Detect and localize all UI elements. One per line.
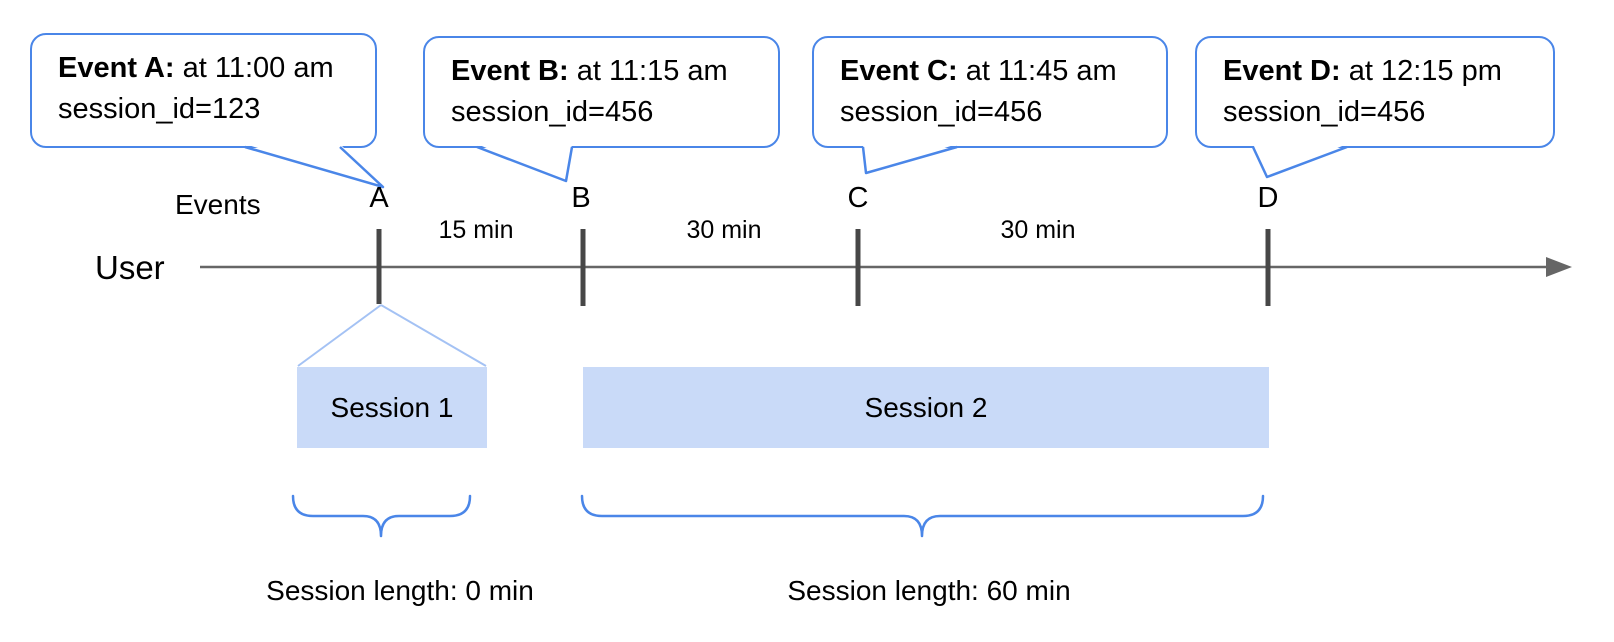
event-b-session-id: session_id=456 <box>451 96 654 128</box>
session1-funnel-lines <box>297 304 487 367</box>
event-marker-a: A <box>369 182 389 214</box>
event-c-session-id: session_id=456 <box>840 96 1043 128</box>
event-b-time: at 11:15 am <box>568 55 728 87</box>
callout-event-c-line1: Event C: at 11:45 am <box>840 51 1148 92</box>
event-c-title: Event C: <box>840 55 958 87</box>
event-d-title: Event D: <box>1223 55 1341 87</box>
callout-event-a-line1: Event A: at 11:00 am <box>58 48 357 89</box>
session2-bar: Session 2 <box>583 367 1269 448</box>
event-c-time: at 11:45 am <box>957 55 1117 87</box>
session2-length-brace <box>580 494 1265 538</box>
interval-label-c-d: 30 min <box>1000 216 1076 244</box>
callout-event-c: Event C: at 11:45 am session_id=456 <box>812 36 1168 148</box>
session1-bar-label: Session 1 <box>330 391 454 423</box>
callout-tail-b <box>476 144 574 183</box>
callout-event-b: Event B: at 11:15 am session_id=456 <box>423 36 780 148</box>
event-marker-c: C <box>847 182 869 214</box>
event-d-session-id: session_id=456 <box>1223 96 1426 128</box>
callout-event-b-line1: Event B: at 11:15 am <box>451 51 760 92</box>
event-marker-d: D <box>1257 182 1279 214</box>
interval-label-a-b: 15 min <box>438 216 514 244</box>
event-marker-b: B <box>571 182 591 214</box>
user-timeline-axis <box>200 257 1572 277</box>
callout-event-d-line1: Event D: at 12:15 pm <box>1223 51 1535 92</box>
timeline-arrowhead-icon <box>1546 257 1572 277</box>
callout-tail-c <box>861 144 958 175</box>
session2-bar-label: Session 2 <box>864 391 988 423</box>
session2-length-label: Session length: 60 min <box>787 575 1071 606</box>
event-a-time: at 11:00 am <box>174 52 334 84</box>
session1-bar: Session 1 <box>297 367 487 448</box>
session1-length-label: Session length: 0 min <box>266 575 534 606</box>
event-a-title: Event A: <box>58 52 175 84</box>
event-a-session-id: session_id=123 <box>58 93 261 125</box>
callout-tail-a <box>244 144 385 189</box>
event-d-time: at 12:15 pm <box>1340 55 1502 87</box>
session1-length-brace <box>291 494 472 538</box>
callout-event-a: Event A: at 11:00 am session_id=123 <box>30 33 377 148</box>
event-b-title: Event B: <box>451 55 569 87</box>
callout-tail-d <box>1251 144 1348 179</box>
interval-label-b-c: 30 min <box>686 216 762 244</box>
callout-event-d: Event D: at 12:15 pm session_id=456 <box>1195 36 1555 148</box>
user-row-label: User <box>95 249 165 286</box>
events-row-label: Events <box>175 189 261 220</box>
